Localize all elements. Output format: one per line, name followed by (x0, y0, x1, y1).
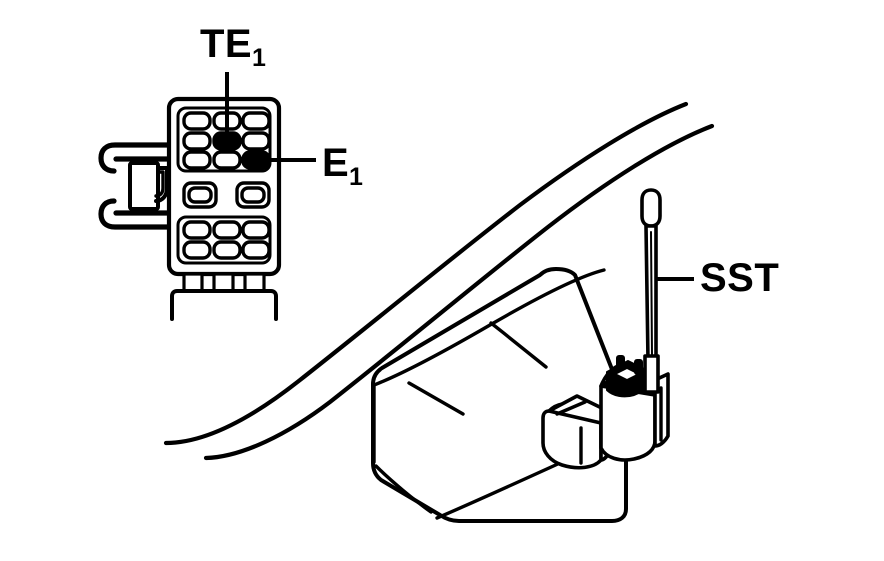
terminal-r1c1 (182, 111, 212, 131)
terminal-r2c3 (241, 131, 271, 151)
junction-box-top-crease-1 (489, 321, 548, 369)
clip-hook-upper (98, 142, 178, 174)
terminal-low-r1c3 (241, 220, 271, 240)
leader-lines (225, 72, 694, 281)
junction-box-front-lower (374, 464, 433, 514)
connector-mounting-tabs (182, 272, 266, 293)
plug-lower-left-crease (555, 400, 587, 416)
terminal-low-r2c1 (182, 240, 212, 260)
terminal-low-r1c1 (182, 220, 212, 240)
body-cowl-lines (163, 101, 715, 461)
sst-label: SST (700, 256, 779, 300)
terminal-r2c1 (182, 131, 212, 151)
sst-shaft-highlight (650, 231, 653, 357)
lower-grid-frame (176, 215, 272, 265)
plug-post-left (616, 355, 625, 371)
upper-terminal-grid (176, 106, 272, 173)
te1-label-base: TE (200, 22, 252, 66)
terminal-r1c3 (241, 111, 271, 131)
terminal-mid-right-inner (240, 186, 266, 204)
e1-label-subscript: 1 (349, 163, 363, 191)
mounting-tab-left (182, 272, 204, 293)
junction-box-top-edge (372, 268, 606, 387)
cowl-line-upper (163, 101, 689, 446)
junction-box-top-crease-2 (407, 381, 465, 416)
sst-insert-end (643, 354, 660, 394)
terminal-mid-left-inner (187, 186, 213, 204)
terminal-r3c1 (182, 150, 212, 170)
middle-terminal-pair (182, 181, 271, 209)
terminal-low-r1c2 (212, 220, 242, 240)
te1-label-subscript: 1 (252, 44, 266, 72)
cowl-line-lower (203, 123, 715, 461)
lower-terminal-grid (176, 215, 272, 265)
sst-jumper-wire (640, 188, 662, 394)
connector-locking-clip (98, 142, 178, 230)
mounting-tab-right (243, 272, 266, 293)
terminal-low-r2c3 (241, 240, 271, 260)
e1-label-base: E (322, 141, 349, 185)
plug-post-right (634, 359, 643, 375)
terminal-low-r2c2 (212, 240, 242, 260)
clip-latch-plate (128, 161, 160, 211)
connector-bracket (170, 289, 278, 321)
terminal-r3c2 (212, 150, 242, 170)
data-link-connector (98, 96, 282, 321)
clip-latch-inner (154, 170, 165, 198)
clip-hook-lower (98, 198, 178, 230)
sst-tip (640, 188, 662, 228)
figure-labels: TE 1 E 1 SST (200, 22, 779, 300)
mounting-tab-center (212, 272, 235, 293)
